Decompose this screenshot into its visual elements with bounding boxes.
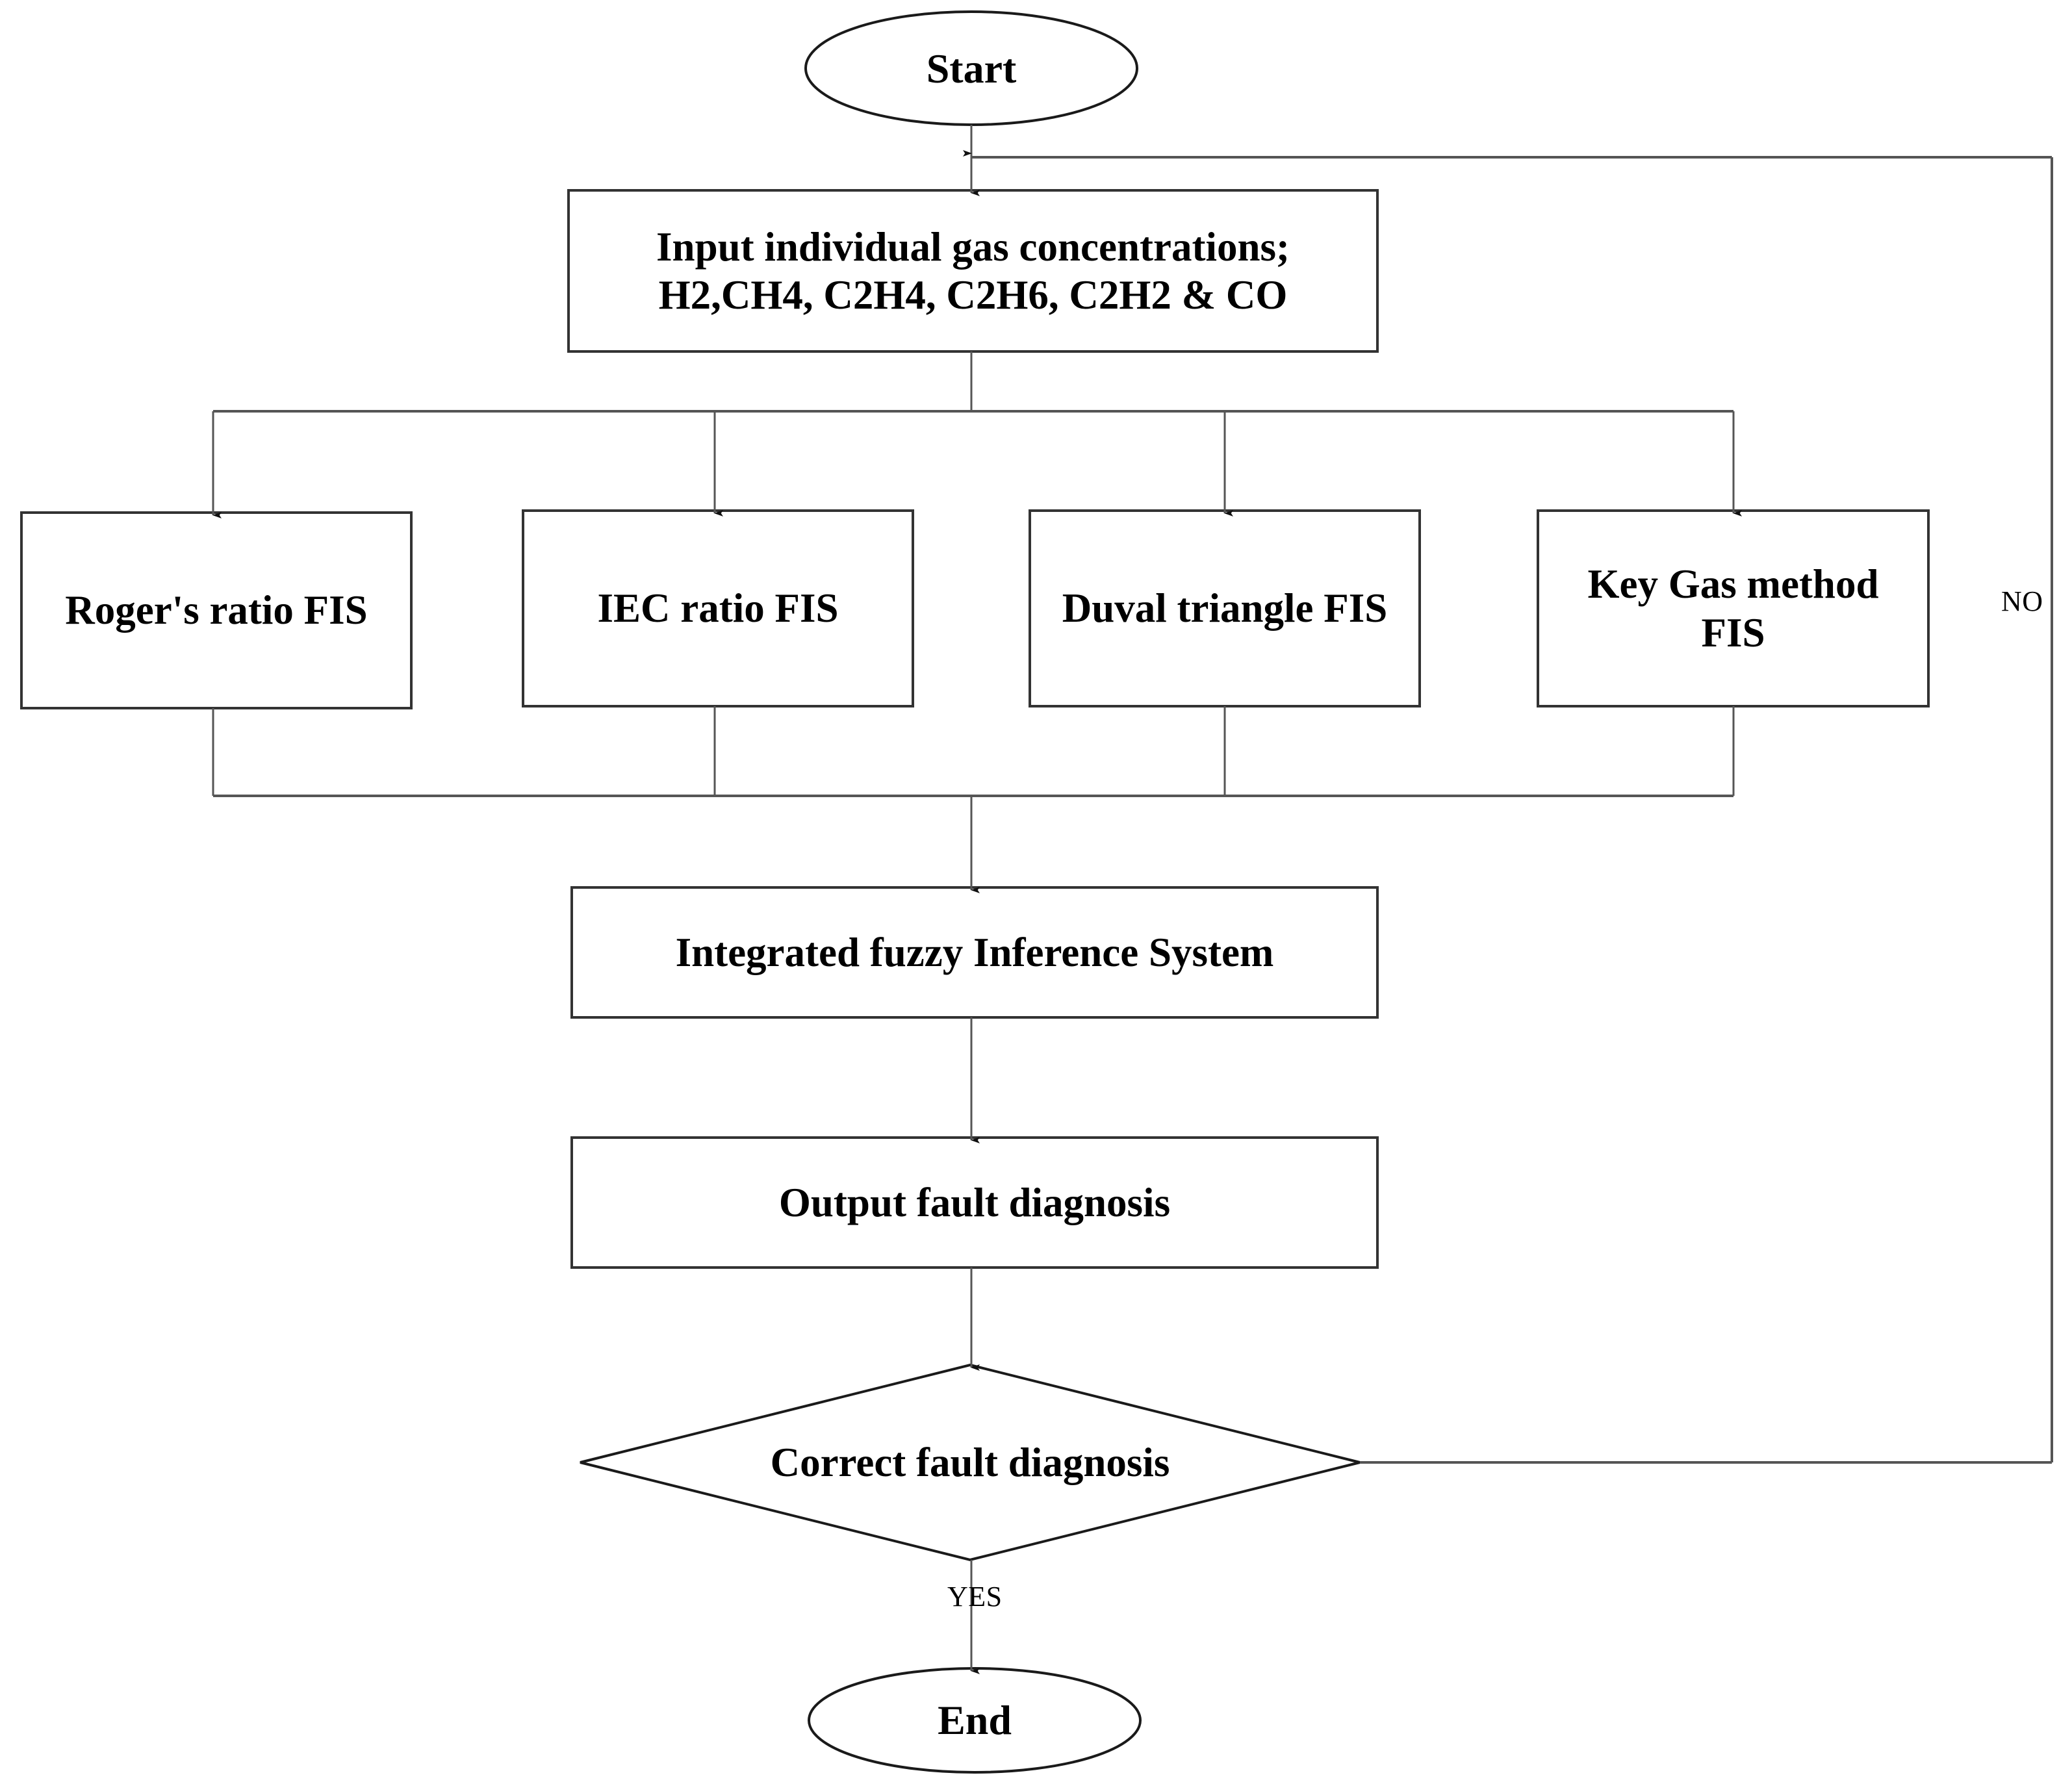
start-node-shape	[804, 10, 1138, 126]
edge-label-no: NO	[2001, 585, 2043, 617]
integrated-fis-node-shape	[570, 886, 1379, 1019]
rogers-fis-node-shape	[20, 511, 413, 709]
input-node-shape	[567, 189, 1379, 353]
edge-label-yes: YES	[947, 1581, 1003, 1612]
key-gas-fis-node-shape	[1537, 509, 1930, 707]
duval-fis-node-shape	[1029, 509, 1421, 707]
decision-node-shape	[580, 1363, 1361, 1562]
iec-fis-node-shape	[522, 509, 914, 707]
end-node-shape	[808, 1667, 1142, 1774]
output-node-shape	[570, 1136, 1379, 1269]
